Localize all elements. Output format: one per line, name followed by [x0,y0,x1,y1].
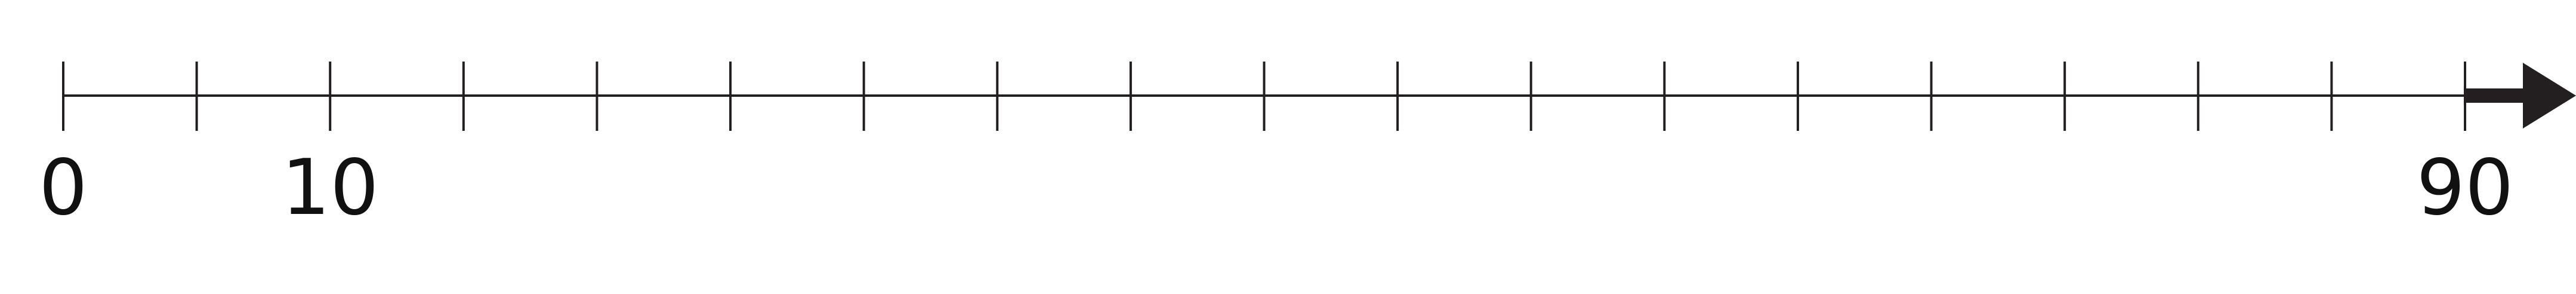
arrow-shaft [2465,88,2524,103]
tick-label-0: 0 [39,143,87,232]
tick-label-10: 10 [282,143,379,232]
arrow-head-icon [2523,63,2576,128]
tick-label-90: 90 [2417,143,2514,232]
tick-labels: 0 10 90 [39,143,2513,232]
